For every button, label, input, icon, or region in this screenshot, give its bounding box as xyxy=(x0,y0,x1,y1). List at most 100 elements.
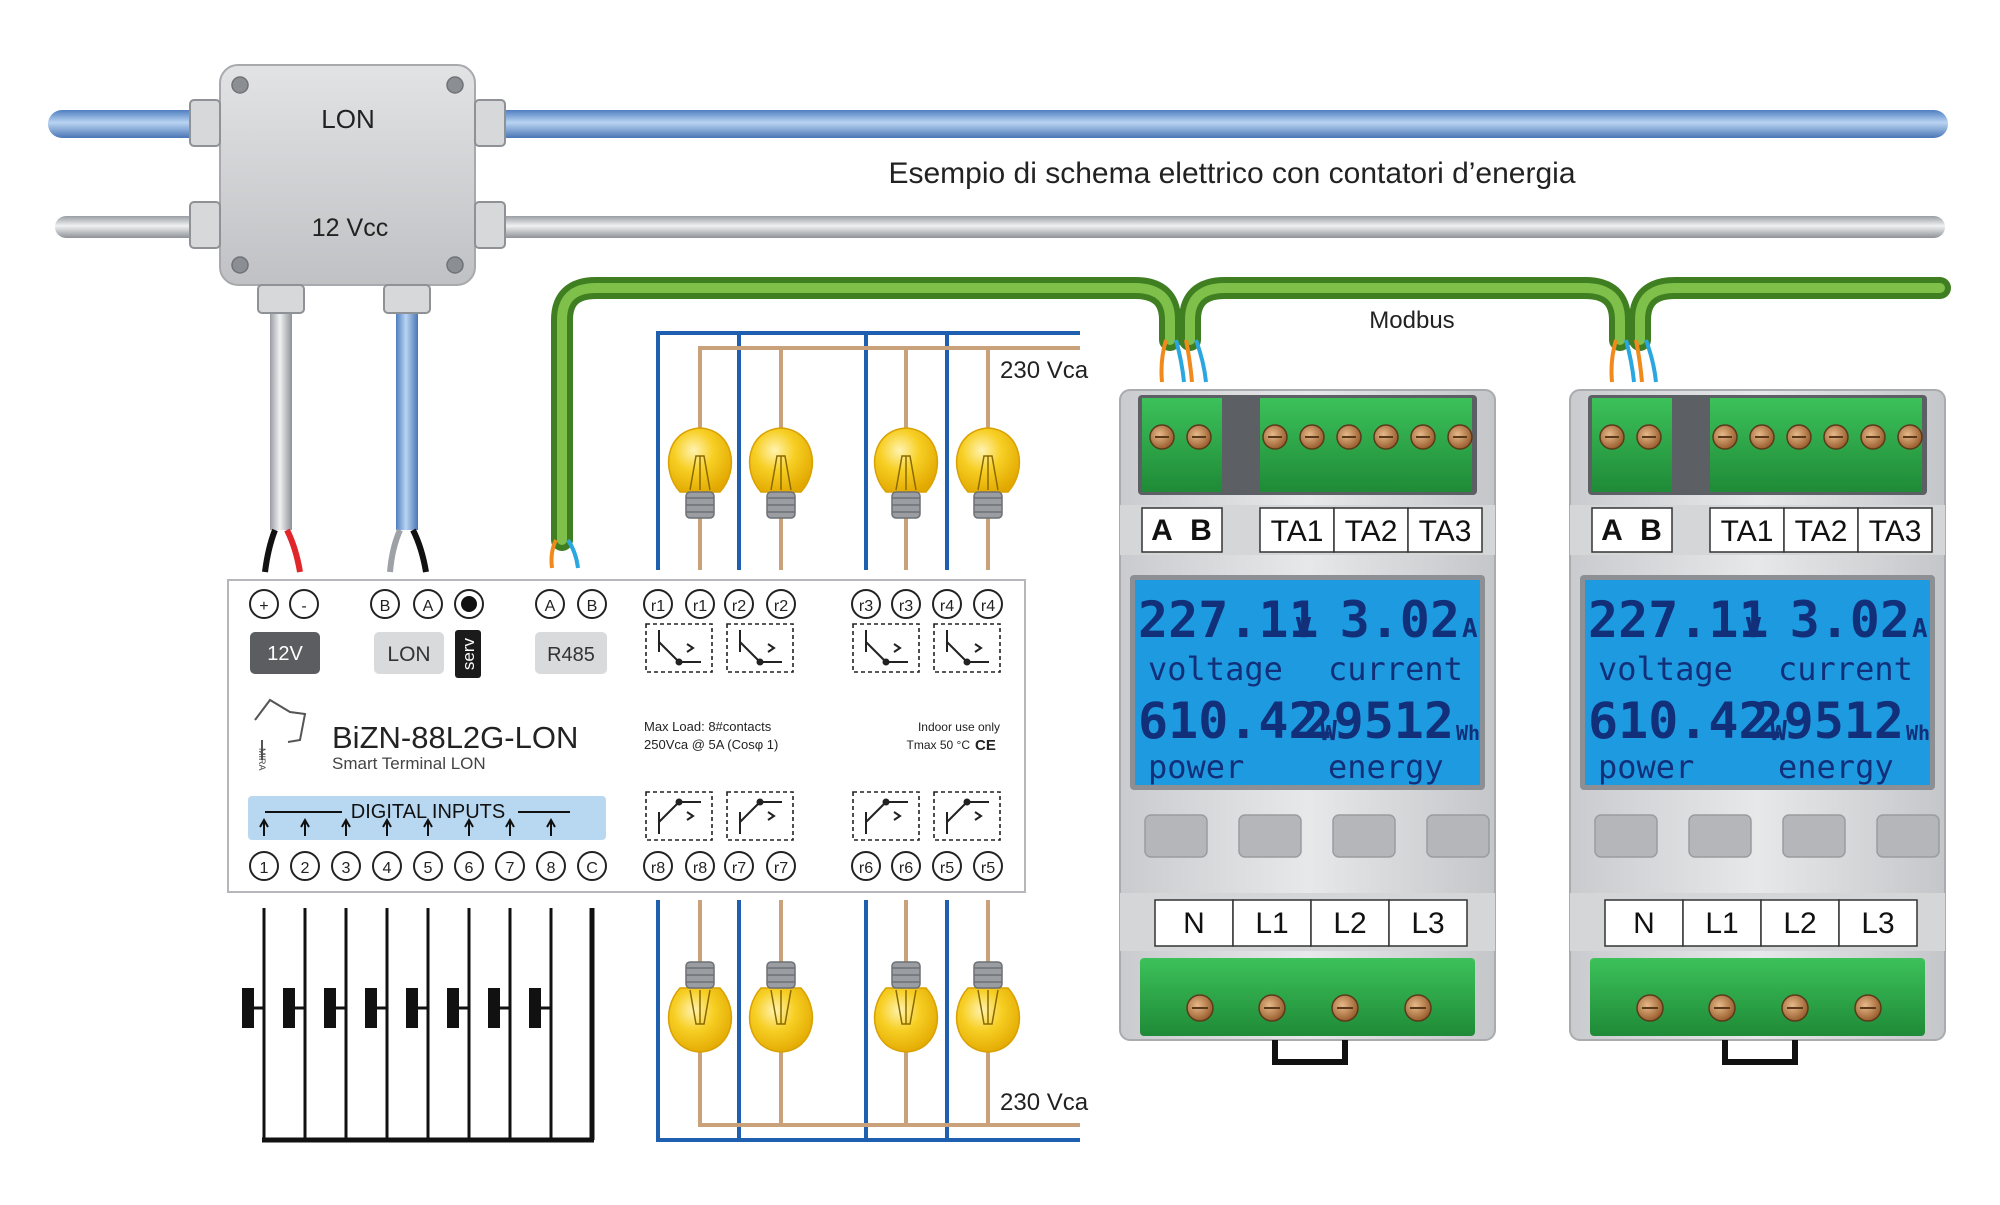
meter1-energy-label: energy xyxy=(1328,748,1444,786)
input-switch-1-icon xyxy=(242,908,266,1140)
meter1-line-l3: L3 xyxy=(1411,907,1444,940)
terminal-relay-bottom-5: r6 xyxy=(851,851,881,881)
terminal-lon-b: B xyxy=(370,589,400,619)
meter2-lcd xyxy=(1585,580,1930,785)
terminal-input-8: 8 xyxy=(536,851,566,881)
terminal-input-4: 4 xyxy=(372,851,402,881)
meter2-top-screw-3-icon xyxy=(1712,424,1738,450)
terminal-input-1: 1 xyxy=(249,851,279,881)
meter1-top-screw-8-icon xyxy=(1447,424,1473,450)
terminal-relay-bottom-2-label: r8 xyxy=(693,859,707,877)
terminal-relay-top-5-label: r3 xyxy=(859,597,873,615)
meter2-power-unit: W xyxy=(1770,714,1787,747)
meter2-energy-unit: Wh xyxy=(1906,721,1930,745)
meter1-current-value: 3.02 xyxy=(1340,591,1460,649)
input-arrow-2 xyxy=(300,817,310,836)
relay-contact-7 xyxy=(852,791,920,841)
meter2-button-1[interactable] xyxy=(1594,814,1658,858)
diagram-title: Esempio di schema elettrico con contator… xyxy=(888,157,1575,190)
meter1-top-screw-4-icon xyxy=(1299,424,1325,450)
input-arrow-7 xyxy=(505,817,515,836)
meter2-bottom-screw-2-icon xyxy=(1708,994,1736,1022)
meter2-button-4[interactable] xyxy=(1876,814,1940,858)
meter1-voltage-label: voltage xyxy=(1148,650,1283,688)
meter2-voltage-label: voltage xyxy=(1598,650,1733,688)
mains-bottom-label: 230 Vca xyxy=(1000,1089,1089,1116)
meter1-line-l1: L1 xyxy=(1255,907,1288,940)
terminal-input-8-label: 8 xyxy=(547,859,556,877)
meter2-button-3[interactable] xyxy=(1782,814,1846,858)
meter1-button-3[interactable] xyxy=(1332,814,1396,858)
terminal-relay-top-4: r2 xyxy=(766,589,796,619)
terminal-input-3-label: 3 xyxy=(342,859,351,877)
meter2-top-screw-1-icon xyxy=(1599,424,1625,450)
meter1-button-2[interactable] xyxy=(1238,814,1302,858)
r485-badge-label: R485 xyxy=(547,644,595,666)
relay-contact-2 xyxy=(726,623,794,673)
meter2-line-l2: L2 xyxy=(1783,907,1816,940)
meter2-voltage-value: 227.11 xyxy=(1588,591,1769,649)
input-switch-6-icon xyxy=(447,908,471,1140)
vcc-wire-black xyxy=(262,528,278,573)
terminal-relay-top-7: r4 xyxy=(932,589,962,619)
meter2-top-screw-7-icon xyxy=(1860,424,1886,450)
meter1-voltage-value: 227.11 xyxy=(1138,591,1319,649)
terminal-input-4-label: 4 xyxy=(383,859,392,877)
terminal-relay-top-1-label: r1 xyxy=(651,597,665,615)
meter1-button-4[interactable] xyxy=(1426,814,1490,858)
indoor-note: Indoor use only xyxy=(918,720,1000,734)
input-switch-2-icon xyxy=(283,908,307,1140)
meter1-label-a: A xyxy=(1151,514,1173,547)
digital-inputs-label: DIGITAL INPUTS xyxy=(351,801,505,823)
serv-button[interactable] xyxy=(455,630,481,678)
meter1-button-1[interactable] xyxy=(1144,814,1208,858)
terminal-minus: - xyxy=(289,589,319,619)
meter1-top-screw-3-icon xyxy=(1262,424,1288,450)
service-pin-terminal[interactable] xyxy=(454,589,484,619)
terminal-relay-top-3: r2 xyxy=(724,589,754,619)
terminal-relay-bottom-5-label: r6 xyxy=(859,859,873,877)
meter1-current-label: current xyxy=(1328,650,1463,688)
meter1-label-ta2: TA2 xyxy=(1345,515,1398,548)
meter1-bottom-screw-2-icon xyxy=(1258,994,1286,1022)
modbus-label: Modbus xyxy=(1369,307,1454,334)
terminal-relay-bottom-3: r7 xyxy=(724,851,754,881)
tmax-note: Tmax 50 °C xyxy=(907,738,971,752)
terminal-relay-bottom-3-label: r7 xyxy=(732,859,746,877)
digital-inputs-label-bg xyxy=(342,800,518,820)
power-badge xyxy=(250,632,320,674)
terminal-input-7: 7 xyxy=(495,851,525,881)
terminal-relay-top-3-label: r2 xyxy=(732,597,746,615)
terminal-relay-bottom-7: r5 xyxy=(932,851,962,881)
terminal-input-5-label: 5 xyxy=(424,859,433,877)
terminal-input-6-label: 6 xyxy=(465,859,474,877)
meter2-voltage-unit: V xyxy=(1745,611,1762,644)
meter1-voltage-unit: V xyxy=(1295,611,1312,644)
meter2-button-2[interactable] xyxy=(1688,814,1752,858)
meter2-line-l3: L3 xyxy=(1861,907,1894,940)
meter2-bottom-screw-4-icon xyxy=(1854,994,1882,1022)
meter1-lcd xyxy=(1135,580,1480,785)
bulbs-top xyxy=(667,427,1021,519)
meter1-bottom-screw-4-icon xyxy=(1404,994,1432,1022)
input-arrow-8 xyxy=(546,817,556,836)
terminal-rs485-a: A xyxy=(535,589,565,619)
max-load-line2: 250Vca @ 5A (Cosφ 1) xyxy=(644,737,778,752)
r485-badge xyxy=(535,632,607,674)
terminal-relay-top-1: r1 xyxy=(643,589,673,619)
lon-drop-cable xyxy=(396,300,418,530)
meter2-power-value: 610.42 xyxy=(1588,692,1769,750)
terminal-input-5: 5 xyxy=(413,851,443,881)
mains-top-label: 230 Vca xyxy=(1000,357,1089,384)
terminal-input-c: C xyxy=(577,851,607,881)
input-arrow-3 xyxy=(341,817,351,836)
lamp-bottom-4-icon xyxy=(955,961,1021,1053)
lamp-top-2-icon xyxy=(748,427,814,519)
lamp-bottom-2-icon xyxy=(748,961,814,1053)
input-arrow-1 xyxy=(259,817,269,836)
vcc-wire-red xyxy=(284,528,303,573)
